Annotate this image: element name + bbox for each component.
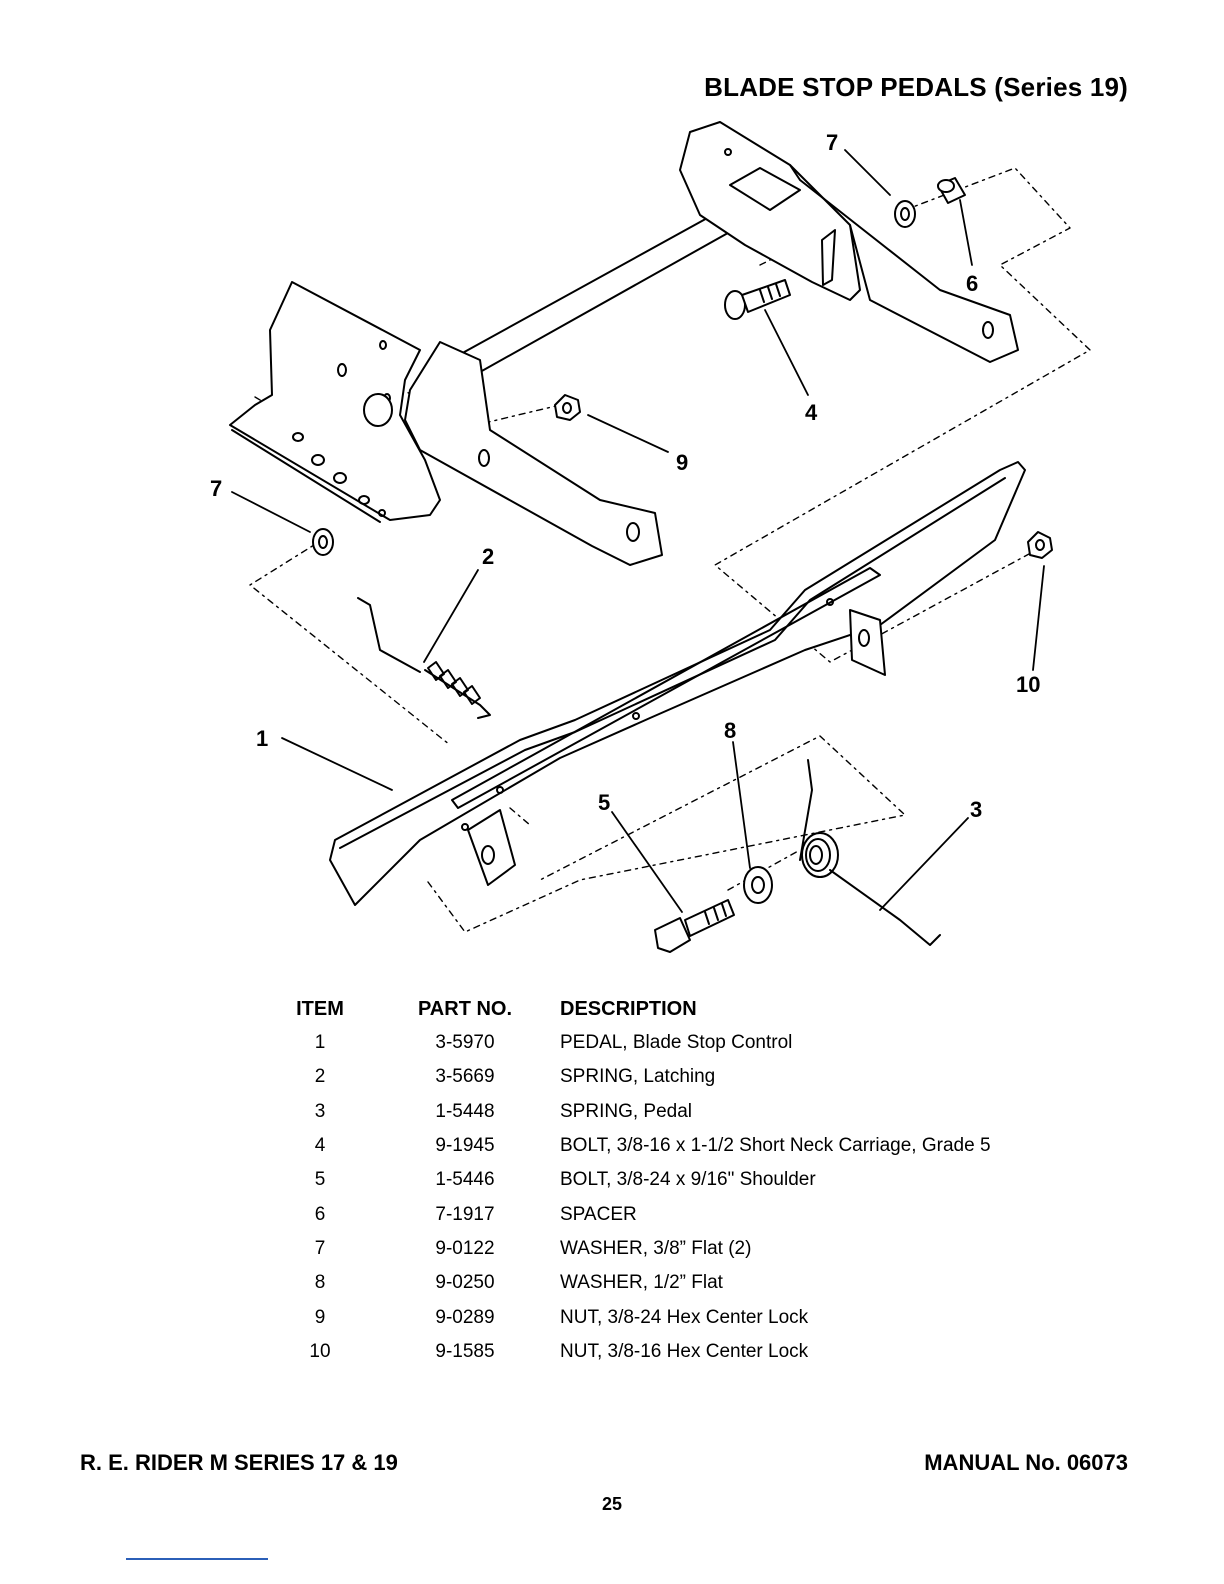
part-cell: 1-5448 [435, 1100, 495, 1122]
description-cell: PEDAL, Blade Stop Control [560, 1032, 793, 1054]
callout-1: 1 [256, 726, 268, 751]
item-cell: 5 [314, 1169, 326, 1191]
part-cell: 9-0122 [435, 1237, 495, 1259]
part-cell: 1-5446 [435, 1169, 495, 1191]
part-cell: 9-1945 [435, 1135, 495, 1157]
washer-half-inch-part [743, 866, 773, 904]
table-row: 5 1-5446 BOLT, 3/8-24 x 9/16" Shoulder [270, 1163, 1070, 1197]
description-cell: WASHER, 3/8” Flat (2) [560, 1237, 752, 1259]
carriage-bolt-part [724, 279, 791, 320]
exploded-parts-diagram: 1 2 3 4 5 6 7 7 8 9 10 [210, 121, 1091, 953]
page-number: 25 [601, 1494, 623, 1514]
description-cell: NUT, 3/8-24 Hex Center Lock [560, 1306, 809, 1328]
item-cell: 1 [314, 1032, 326, 1054]
item-cell: 8 [314, 1272, 326, 1294]
part-cell: 3-5669 [435, 1066, 495, 1088]
item-cell: 3 [314, 1100, 326, 1122]
header-description: DESCRIPTION [560, 997, 697, 1020]
part-cell: 9-0250 [435, 1272, 495, 1294]
part-cell: 9-0289 [435, 1306, 495, 1328]
page-title: BLADE STOP PEDALS (Series 19) [704, 72, 1128, 102]
item-cell: 7 [314, 1237, 326, 1259]
description-cell: BOLT, 3/8-16 x 1-1/2 Short Neck Carriage… [560, 1135, 991, 1157]
item-cell: 6 [314, 1203, 326, 1225]
table-row: 8 9-0250 WASHER, 1/2” Flat [270, 1266, 1070, 1300]
spacer-part [937, 177, 966, 204]
table-header-row: ITEM PART NO. DESCRIPTION [270, 992, 1070, 1026]
footer-model: R. E. RIDER M SERIES 17 & 19 [80, 1450, 398, 1475]
table-row: 9 9-0289 NUT, 3/8-24 Hex Center Lock [270, 1300, 1070, 1334]
description-cell: SPACER [560, 1203, 637, 1225]
table-row: 1 3-5970 PEDAL, Blade Stop Control [270, 1026, 1070, 1060]
header-part-no: PART NO. [417, 997, 513, 1020]
callout-7-upper: 7 [826, 130, 838, 155]
item-cell: 2 [314, 1066, 326, 1088]
footer-rule [126, 1558, 268, 1560]
flat-washer-upper-part [894, 200, 916, 228]
hex-nut-lower-part [1027, 531, 1053, 559]
description-cell: SPRING, Latching [560, 1066, 716, 1088]
header-item: ITEM [296, 997, 344, 1020]
blade-stop-pedal [329, 461, 1026, 906]
callout-4: 4 [805, 400, 818, 425]
description-cell: WASHER, 1/2” Flat [560, 1272, 723, 1294]
callout-10: 10 [1016, 672, 1040, 697]
item-cell: 9 [314, 1306, 326, 1328]
item-cell: 4 [314, 1135, 326, 1157]
frame-bracket-left [229, 281, 441, 523]
callout-3: 3 [970, 797, 982, 822]
description-cell: NUT, 3/8-16 Hex Center Lock [560, 1340, 809, 1362]
description-cell: SPRING, Pedal [560, 1100, 692, 1122]
hex-nut-upper-part [554, 394, 581, 421]
shoulder-bolt-part [654, 899, 735, 953]
callout-2: 2 [482, 544, 494, 569]
item-cell: 10 [309, 1340, 331, 1362]
part-cell: 9-1585 [435, 1340, 495, 1362]
part-cell: 3-5970 [435, 1032, 495, 1054]
table-row: 10 9-1585 NUT, 3/8-16 Hex Center Lock [270, 1335, 1070, 1369]
latching-spring-part [357, 597, 491, 719]
table-row: 3 1-5448 SPRING, Pedal [270, 1095, 1070, 1129]
table-row: 4 9-1945 BOLT, 3/8-16 x 1-1/2 Short Neck C… [270, 1129, 1070, 1163]
callout-7-lower: 7 [210, 476, 222, 501]
description-cell: BOLT, 3/8-24 x 9/16" Shoulder [560, 1169, 816, 1191]
callout-6: 6 [966, 271, 978, 296]
table-row: 6 7-1917 SPACER [270, 1197, 1070, 1231]
footer-manual-number: MANUAL No. 06073 [924, 1450, 1128, 1475]
pedal-torsion-spring-part [799, 759, 941, 946]
table-row: 2 3-5669 SPRING, Latching [270, 1060, 1070, 1094]
callout-9: 9 [676, 450, 688, 475]
callout-5: 5 [598, 790, 610, 815]
flat-washer-lower-part [312, 528, 334, 556]
table-row: 7 9-0122 WASHER, 3/8” Flat (2) [270, 1232, 1070, 1266]
pivot-shaft-assembly [404, 121, 1019, 566]
part-cell: 7-1917 [435, 1203, 495, 1225]
parts-list-table: ITEM PART NO. DESCRIPTION 1 3-5970 PEDAL, … [270, 992, 1070, 1369]
callout-8: 8 [724, 718, 736, 743]
callout-leaders [231, 149, 1045, 913]
